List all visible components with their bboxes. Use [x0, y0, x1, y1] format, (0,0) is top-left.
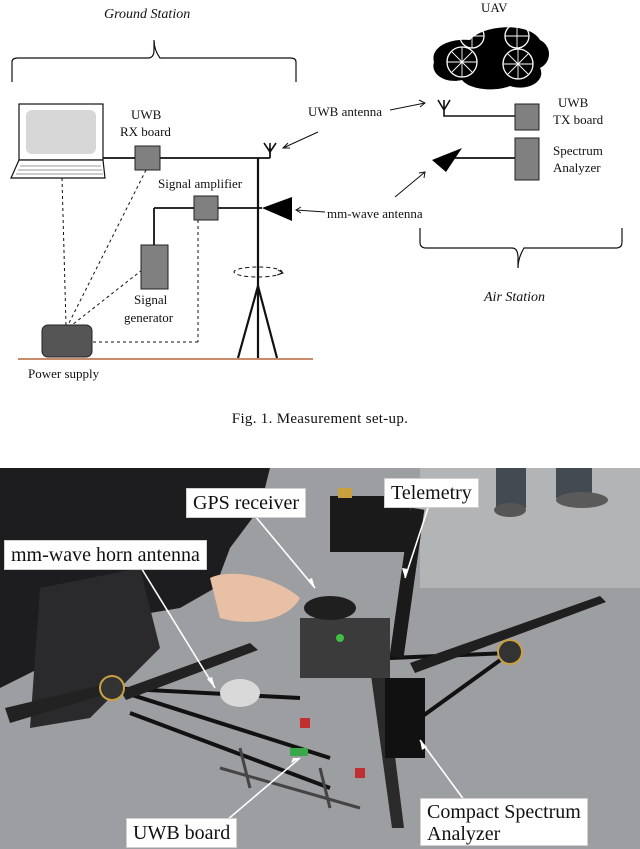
figure-caption: Fig. 1. Measurement set-up. — [231, 411, 409, 427]
uav-uwb-antenna-icon — [437, 99, 515, 117]
horn-antenna — [220, 679, 260, 707]
drone-body — [300, 618, 390, 678]
uwb-rx-label-line1: UWB — [131, 107, 162, 122]
compact-spectrum-callout: Compact Spectrum Analyzer — [420, 798, 588, 846]
landing-gear — [219, 747, 361, 810]
air-station-brace — [419, 228, 623, 269]
label-arrows — [281, 99, 426, 214]
compact-spectrum-line1: Compact Spectrum — [427, 801, 581, 823]
uwb-antenna-icon — [263, 142, 277, 154]
uwb-tx-label-line2: TX board — [553, 112, 604, 127]
gps-receiver-callout: GPS receiver — [186, 488, 307, 518]
photo-scene — [0, 468, 640, 849]
uwb-board-callout: UWB board — [126, 818, 238, 848]
signal-generator-label-line1: Signal — [134, 292, 168, 307]
spectrum-label-line1: Spectrum — [553, 143, 603, 158]
spectrum-analyzer-icon — [514, 137, 540, 181]
tripod-mast — [236, 158, 279, 359]
signal-generator-label-line2: generator — [124, 310, 174, 325]
setup-diagram — [10, 23, 623, 360]
uav-photo: GPS receiver Telemetry mm-wave horn ante… — [0, 468, 640, 849]
ground-station-brace — [11, 39, 297, 82]
uav-mmwave-antenna-icon — [432, 148, 462, 172]
laptop-icon — [10, 103, 106, 179]
power-supply-label: Power supply — [28, 366, 100, 381]
mmwave-horn-callout: mm-wave horn antenna — [4, 540, 207, 570]
mmwave-antenna-icon — [262, 197, 292, 221]
callout-lines — [139, 501, 471, 827]
telemetry-callout: Telemetry — [384, 478, 479, 508]
compact-spectrum-line2: Analyzer — [427, 823, 501, 845]
propeller-left — [5, 683, 120, 723]
signal-amplifier-label: Signal amplifier — [158, 176, 243, 191]
uwb-antenna-label: UWB antenna — [308, 104, 383, 119]
uwb-tx-label-line1: UWB — [558, 95, 589, 110]
uav-icon — [433, 23, 549, 90]
uav-label: UAV — [481, 0, 508, 15]
spectrum-box — [385, 678, 425, 758]
uwb-tx-board-icon — [514, 103, 540, 131]
mmwave-antenna-label: mm-wave antenna — [327, 206, 423, 221]
gps-puck — [304, 596, 356, 620]
hand — [210, 573, 300, 622]
ground-wires — [103, 148, 271, 245]
uwb-rx-label-line2: RX board — [120, 124, 171, 139]
ground-station-label: Ground Station — [104, 7, 191, 22]
propeller-right — [410, 596, 606, 673]
callout-arrowheads — [207, 568, 427, 763]
spectrum-label-line2: Analyzer — [553, 160, 601, 175]
uwb-rx-board-icon — [134, 145, 161, 171]
dashed-connections — [61, 169, 199, 343]
power-supply-icon — [41, 324, 93, 358]
signal-amplifier-icon — [193, 195, 219, 221]
signal-generator-icon — [140, 244, 169, 290]
air-station-label: Air Station — [484, 290, 546, 305]
